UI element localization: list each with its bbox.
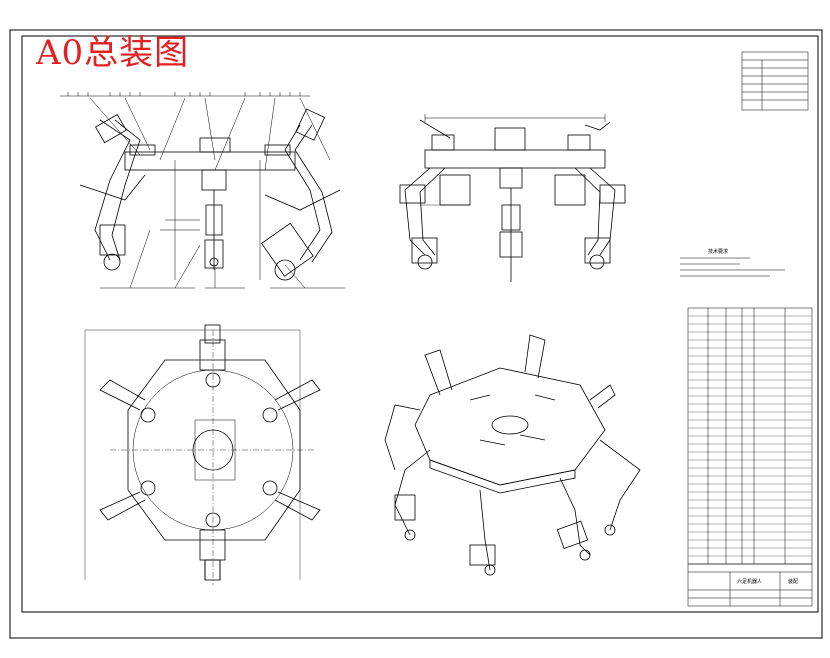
technical-notes: [680, 257, 785, 277]
side-view: [399, 114, 626, 282]
sheet-label: 装配: [788, 578, 798, 585]
outer-border: [9, 29, 823, 639]
title-block: [687, 563, 813, 607]
front-view: [60, 92, 345, 289]
parts-list-rows: [688, 315, 812, 557]
inner-border: [21, 35, 819, 613]
spec-table: [741, 51, 809, 111]
top-view: [84, 324, 321, 585]
isometric-view: [384, 334, 641, 576]
overlay-title: A0总装图: [36, 33, 190, 73]
machine-name: 六足机器人: [737, 578, 762, 585]
tech-req-heading: 技术要求: [708, 248, 728, 255]
